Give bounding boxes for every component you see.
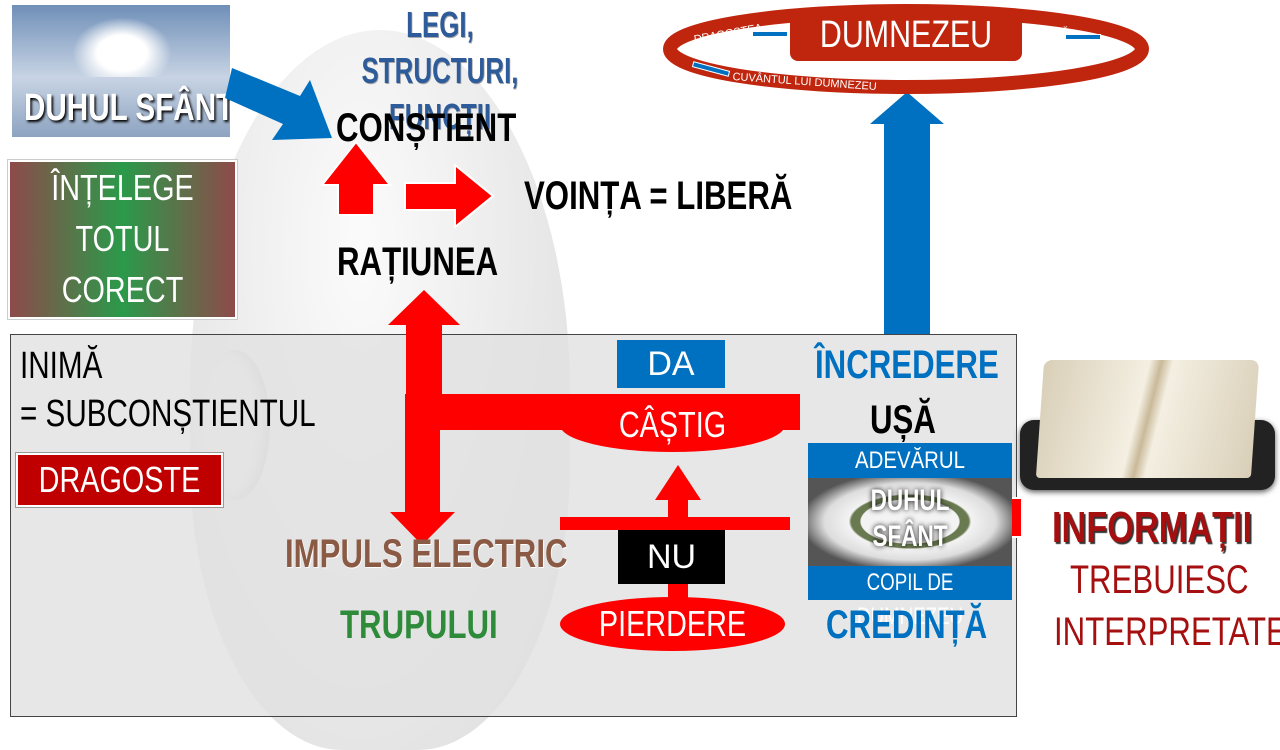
yes-box: DA: [617, 340, 725, 388]
heart-label: INIMĂ: [20, 345, 103, 387]
title-line1: LEGI, STRUCTURI,: [361, 4, 519, 91]
child-label: COPIL DE DUMNEZEU: [856, 569, 964, 630]
eye-line2: SFÂNT: [872, 520, 948, 553]
dove-image: DUHUL SFÂNT: [12, 5, 230, 137]
understand-line1: ÎNȚELEGE: [51, 167, 194, 208]
bible-pages: [1035, 360, 1260, 478]
info-title: INFORMAȚII: [1052, 503, 1253, 552]
body-label: TRUPULUI: [340, 603, 498, 647]
ratiunea-label: RAȚIUNEA: [337, 240, 499, 284]
title-line2: FUNCȚII: [388, 96, 492, 137]
blue-arrow-up: [870, 92, 944, 334]
no-label: NU: [646, 538, 697, 576]
god-label: DUMNEZEU: [819, 14, 993, 56]
god-box: DUMNEZEU: [790, 9, 1022, 61]
subconscious-label: = SUBCONȘTIENTUL: [20, 393, 316, 435]
gain-ellipse: CÂȘTIG: [560, 398, 785, 452]
loss-ellipse: PIERDERE: [560, 597, 785, 651]
info-line2: INTERPRETATE: [1054, 610, 1280, 654]
door-label: UȘĂ: [870, 398, 936, 442]
trust-label: ÎNCREDERE: [815, 343, 999, 387]
red-arrow-up-constient: [319, 140, 393, 216]
eye-panel: ADEVĂRUL DUHUL SFÂNT COPIL DE DUMNEZEU: [808, 443, 1012, 630]
child-bar: COPIL DE DUMNEZEU: [808, 566, 1012, 630]
constient-label: CONȘTIENT: [336, 106, 517, 150]
love-label: DRAGOSTE: [38, 459, 201, 500]
faith-label: CREDINȚĂ: [826, 603, 988, 647]
no-box: NU: [618, 530, 725, 584]
dove-label: DUHUL SFÂNT: [24, 87, 230, 129]
ring-arrow-left-icon: [752, 31, 788, 37]
eye-line1: DUHUL: [870, 484, 950, 517]
understand-box: ÎNȚELEGE TOTUL CORECT: [7, 159, 238, 320]
truth-bar: ADEVĂRUL: [808, 443, 1012, 478]
loss-label: PIERDERE: [598, 603, 747, 644]
dove-icon: [72, 17, 172, 77]
vointa-label: VOINȚA = LIBERĂ: [524, 174, 793, 218]
yes-label: DA: [647, 345, 695, 383]
red-arrow-right-vointa: [404, 162, 495, 230]
red-arrow-up-ratiunea: [388, 290, 460, 395]
info-line1: TREBUIESC: [1070, 558, 1249, 602]
understand-line3: CORECT: [61, 269, 184, 310]
love-box: DRAGOSTE: [15, 452, 224, 508]
title: LEGI, STRUCTURI, FUNCȚII: [290, 2, 590, 140]
impulse-label: IMPULS ELECTRIC: [285, 532, 568, 576]
truth-label: ADEVĂRUL: [855, 447, 965, 474]
gain-label: CÂȘTIG: [618, 404, 727, 445]
ring-arrow-left2-icon: [1065, 34, 1101, 40]
eye-text: DUHUL SFÂNT: [808, 483, 1012, 555]
blue-arrow-dove: [225, 68, 332, 140]
understand-line2: TOTUL: [75, 218, 170, 259]
ring-fruit-label: ROADĂ: [1030, 27, 1070, 39]
